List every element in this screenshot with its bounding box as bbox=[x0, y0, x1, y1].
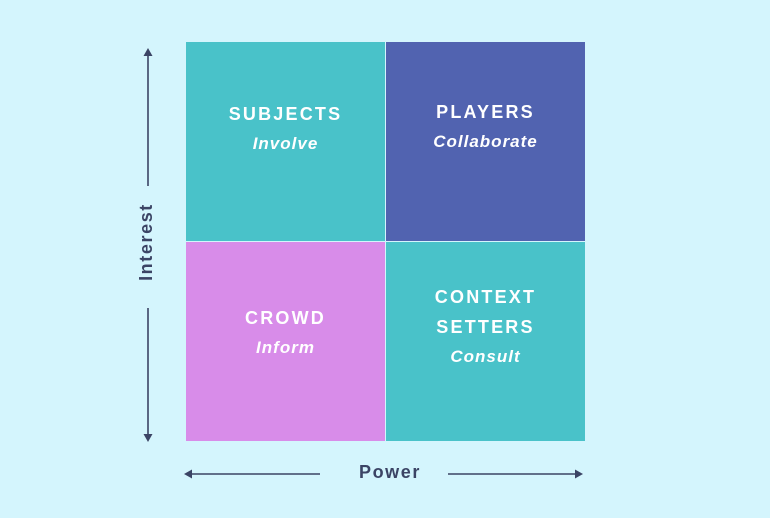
quadrant-context-setters: CONTEXT SETTERS Consult bbox=[386, 242, 585, 441]
quadrant-subjects-title: SUBJECTS bbox=[228, 103, 343, 124]
quadrant-players-title: PLAYERS bbox=[436, 101, 535, 122]
quadrant-players: PLAYERS Collaborate bbox=[386, 42, 585, 241]
quadrant-crowd: CROWD Inform bbox=[186, 242, 385, 441]
x-axis-label: Power bbox=[358, 462, 422, 482]
x-axis-arrow-right bbox=[448, 469, 583, 479]
quadrant-context-setters-title-line-1: CONTEXT bbox=[434, 287, 537, 307]
quadrant-context-setters-action: Consult bbox=[450, 347, 521, 366]
quadrant-subjects: SUBJECTS Involve bbox=[186, 42, 385, 241]
quadrant-players-action: Collaborate bbox=[433, 131, 538, 151]
y-axis-arrow-up bbox=[143, 48, 153, 186]
x-axis-arrow-left bbox=[184, 469, 320, 479]
quadrant-crowd-title: CROWD bbox=[245, 307, 326, 328]
quadrant-subjects-action: Involve bbox=[252, 133, 319, 153]
y-axis-label: Interest bbox=[136, 203, 156, 281]
y-axis-arrow-down bbox=[143, 308, 153, 442]
quadrant-crowd-action: Inform bbox=[256, 337, 315, 357]
quadrant-context-setters-title-line-2: SETTERS bbox=[436, 317, 535, 337]
